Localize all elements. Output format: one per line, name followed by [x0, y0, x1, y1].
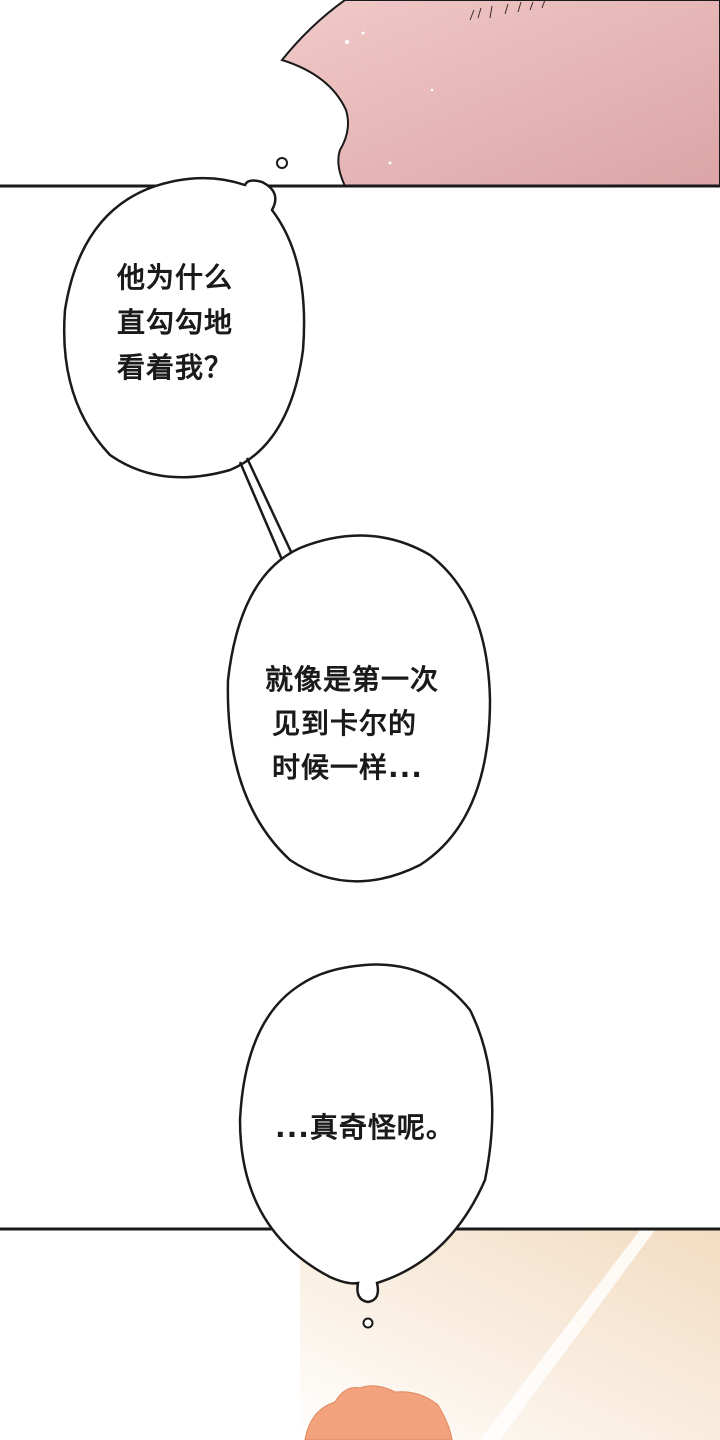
sparkle [361, 31, 365, 35]
eyelashes [469, 0, 546, 21]
sparkle [388, 161, 392, 165]
thought-dot-small [276, 157, 288, 169]
dialogue-line: 见到卡尔的 [272, 707, 418, 740]
sparkle [430, 88, 434, 92]
thought-bubble-2 [226, 534, 492, 883]
dialogue-line: 直勾勾地 [117, 306, 234, 339]
dialogue-line: 看着我？ [117, 351, 234, 384]
dialogue-line: 时候一样... [272, 751, 423, 784]
bottom-panel [300, 1230, 720, 1440]
top-panel [276, 0, 720, 187]
dialogue-line: 就像是第一次 [265, 663, 440, 696]
dialogue-line: 他为什么 [117, 261, 234, 294]
light-streak [480, 1230, 655, 1440]
sparkle [345, 40, 349, 44]
bubble-connector [238, 457, 295, 563]
thought-dot-small [362, 1317, 374, 1329]
character-hair [304, 1385, 453, 1440]
character-face [280, 0, 720, 187]
dialogue-line: ...真奇怪呢。 [275, 1111, 455, 1144]
thought-bubble-3 [238, 963, 494, 1304]
thought-bubble-1 [62, 177, 306, 563]
